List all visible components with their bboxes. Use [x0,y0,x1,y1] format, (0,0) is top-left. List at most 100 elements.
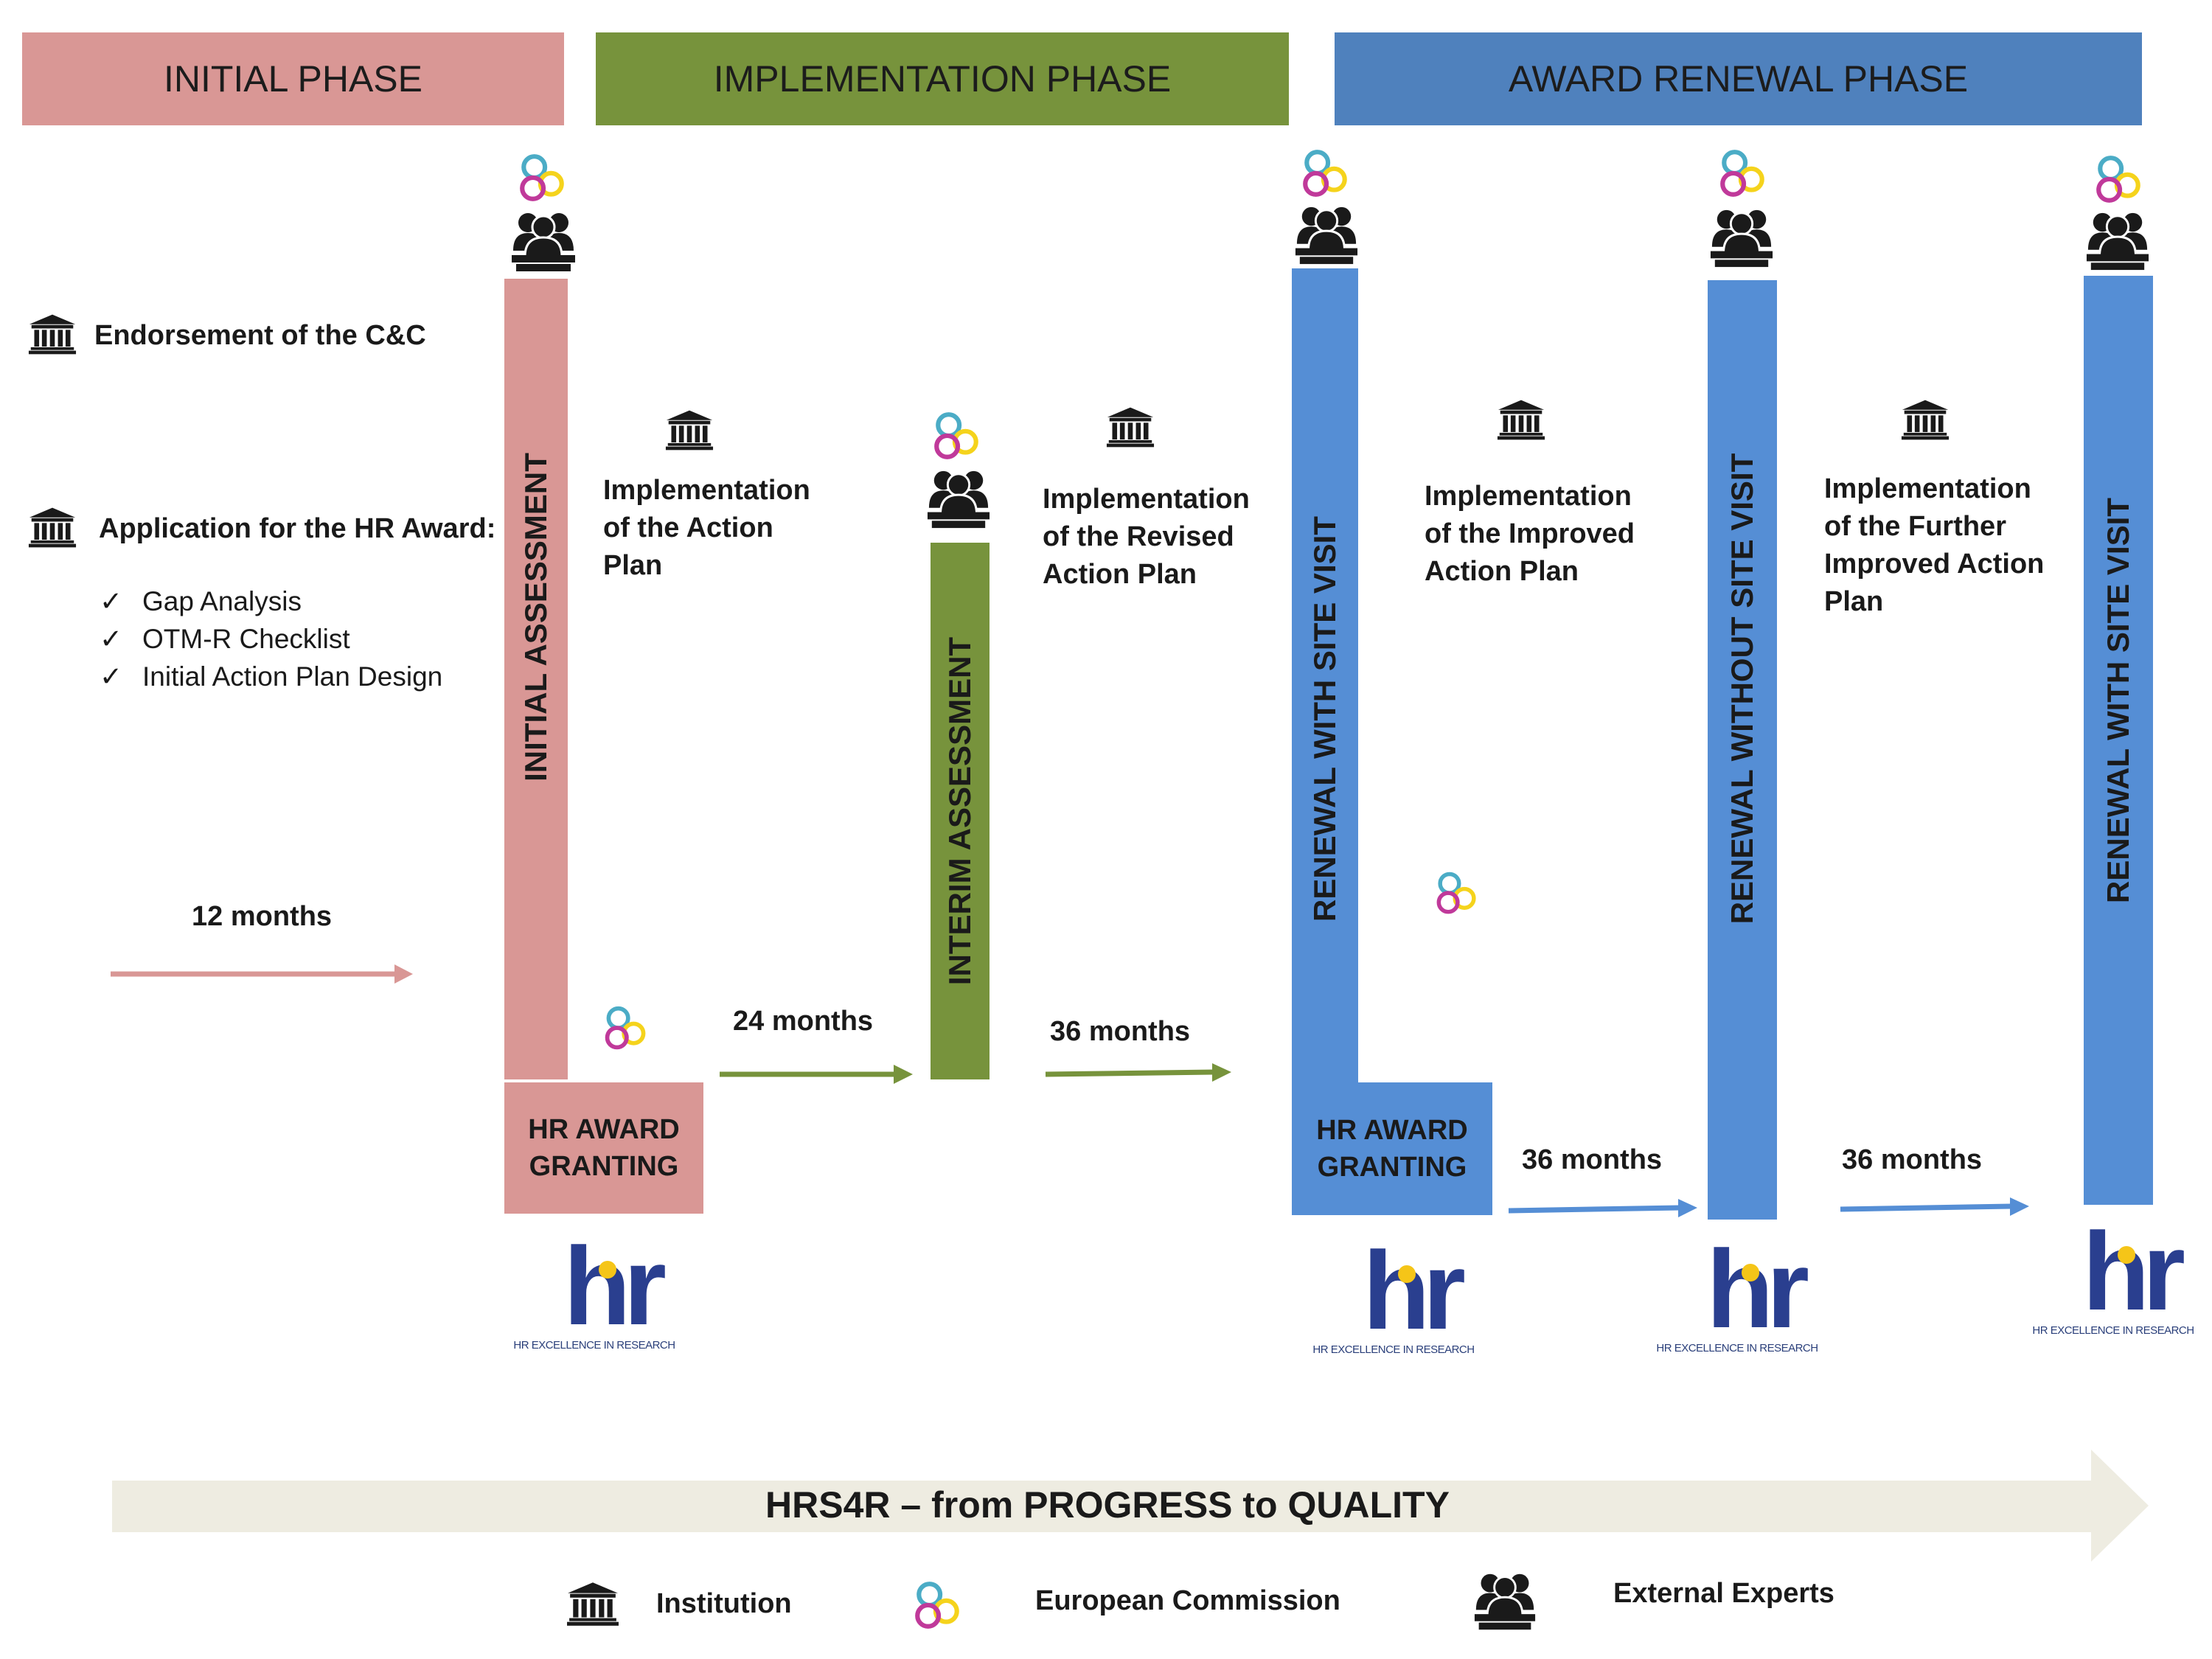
arrow-icon [1840,1197,2029,1216]
institution-icon [665,408,714,451]
text-line: of the Further [1824,511,2006,542]
institution-icon [1106,406,1155,448]
legend-institution-icon [566,1581,619,1627]
legend-institution-label: Institution [656,1588,792,1619]
duration-36-months: 36 months [1522,1144,1663,1175]
checklist-item: ✓ Gap Analysis [100,582,442,620]
checkmark-icon: ✓ [100,586,123,616]
legend-external-experts-icon [1473,1569,1537,1632]
european-commission-icon [931,410,984,463]
phase-header-initial-label: INITIAL PHASE [163,58,423,100]
institution-icon [28,313,77,355]
checkmark-icon: ✓ [100,661,123,692]
checklist-item-label: OTM-R Checklist [142,624,350,654]
european-commission-icon [602,1004,650,1053]
text-line: Implementation [1425,481,1632,512]
renewal-without-site-visit-bar [1708,280,1777,1220]
phase-header-award-renewal-label: AWARD RENEWAL PHASE [1508,58,1969,100]
granting-line: GRANTING [529,1151,679,1182]
duration-12-months: 12 months [192,901,333,932]
hr-award-granting-box-2: HR AWARD GRANTING [1292,1082,1492,1215]
hr-award-granting-box-1: HR AWARD GRANTING [504,1082,703,1214]
text-line: of the Action [603,512,773,543]
checklist-item-label: Initial Action Plan Design [142,661,443,692]
hr-logo-subtitle: HR EXCELLENCE IN RESEARCH [1312,1343,1475,1356]
arrow-icon [1045,1063,1231,1082]
hr-logo-subtitle: HR EXCELLENCE IN RESEARCH [2032,1324,2194,1337]
european-commission-icon [1299,147,1352,201]
hr-logo-mark: hr [1706,1227,1809,1351]
interim-assessment-label: INTERIM ASSESSMENT [942,636,977,986]
legend-experts-label: External Experts [1613,1578,1834,1609]
phase-header-implementation-label: IMPLEMENTATION PHASE [713,58,1172,100]
text-line: of the Improved [1425,518,1635,549]
text-line: Plan [1824,586,1884,617]
hr-logo-subtitle: HR EXCELLENCE IN RESEARCH [1656,1342,1818,1354]
arrow-icon [1508,1199,1697,1217]
checklist-item: ✓ Initial Action Plan Design [100,658,442,695]
application-checklist: ✓ Gap Analysis ✓ OTM-R Checklist ✓ Initial … [100,582,442,695]
european-commission-icon [516,152,569,205]
text-line: Plan [603,550,663,581]
text-line: Implementation [603,475,810,506]
text-line: Action Plan [1043,559,1197,590]
checklist-item: ✓ OTM-R Checklist [100,620,442,658]
application-text: Application for the HR Award: [99,513,496,544]
legend-commission-label: European Commission [1035,1585,1340,1616]
implementation-improved-text: Implementation of the Improved Action Pl… [1425,478,1635,591]
hr-logo-icon: hr [2082,1209,2192,1333]
institution-icon [28,506,77,549]
implementation-revised-text: Implementation of the Revised Action Pla… [1043,481,1250,594]
phase-header-initial: INITIAL PHASE [22,32,564,125]
external-experts-icon [510,208,577,274]
duration-36-months: 36 months [1842,1144,1983,1175]
duration-24-months: 24 months [733,1006,874,1037]
institution-icon [1497,398,1545,441]
hr-logo-icon: hr [1363,1228,1472,1352]
institution-icon [1901,398,1950,441]
initial-assessment-bar [504,279,568,1079]
checkmark-icon: ✓ [100,624,123,654]
granting-line: HR AWARD [528,1114,680,1145]
european-commission-icon [1433,870,1481,917]
hr-logo-mark: hr [563,1224,666,1348]
text-line: of the Revised [1043,521,1234,552]
phase-header-award-renewal: AWARD RENEWAL PHASE [1335,32,2142,125]
european-commission-icon [2093,153,2146,206]
external-experts-icon [2085,208,2150,273]
progress-arrow [112,1450,2149,1562]
hr-excellence-logo: hr HR EXCELLENCE IN RESEARCH [1656,1227,1818,1371]
implementation-further-text: Implementation of the Further Improved A… [1824,470,2044,621]
hr-excellence-logo: hr HR EXCELLENCE IN RESEARCH [1312,1228,1475,1373]
text-line: Improved Action [1824,549,2045,580]
external-experts-icon [926,466,991,531]
hr-logo-mark: hr [2082,1209,2185,1333]
hr-excellence-logo: hr HR EXCELLENCE IN RESEARCH [513,1224,675,1368]
renewal-with-site-visit-bar-1 [1292,268,1358,1082]
text-line: Implementation [1824,473,2031,504]
hr-logo-subtitle: HR EXCELLENCE IN RESEARCH [513,1339,675,1352]
renewal-with-site-visit-bar-2 [2084,276,2153,1205]
endorsement-text: Endorsement of the C&C [94,320,426,351]
text-line: Implementation [1043,484,1250,515]
initial-assessment-label: INITIAL ASSESSMENT [518,453,553,782]
renewal-with-site-visit-label-1: RENEWAL WITH SITE VISIT [1307,516,1342,922]
renewal-with-site-visit-label-2: RENEWAL WITH SITE VISIT [2101,498,2135,903]
hr-logo-icon: hr [1706,1227,1816,1351]
legend-european-commission-icon [911,1579,964,1632]
granting-line: GRANTING [1317,1152,1467,1183]
hr-logo-mark: hr [1363,1228,1465,1352]
renewal-without-site-visit-label: RENEWAL WITHOUT SITE VISIT [1725,453,1759,925]
interim-assessment-bar [931,543,990,1079]
duration-36-months: 36 months [1050,1016,1191,1047]
arrow-icon [111,964,413,984]
european-commission-icon [1717,147,1770,201]
checklist-item-label: Gap Analysis [142,586,302,616]
external-experts-icon [1294,202,1359,267]
progress-title: HRS4R – from PROGRESS to QUALITY [765,1484,1450,1526]
external-experts-icon [1709,205,1774,270]
hr-excellence-logo: hr HR EXCELLENCE IN RESEARCH [2032,1209,2194,1354]
hr-logo-icon: hr [563,1224,673,1348]
text-line: Action Plan [1425,556,1579,587]
